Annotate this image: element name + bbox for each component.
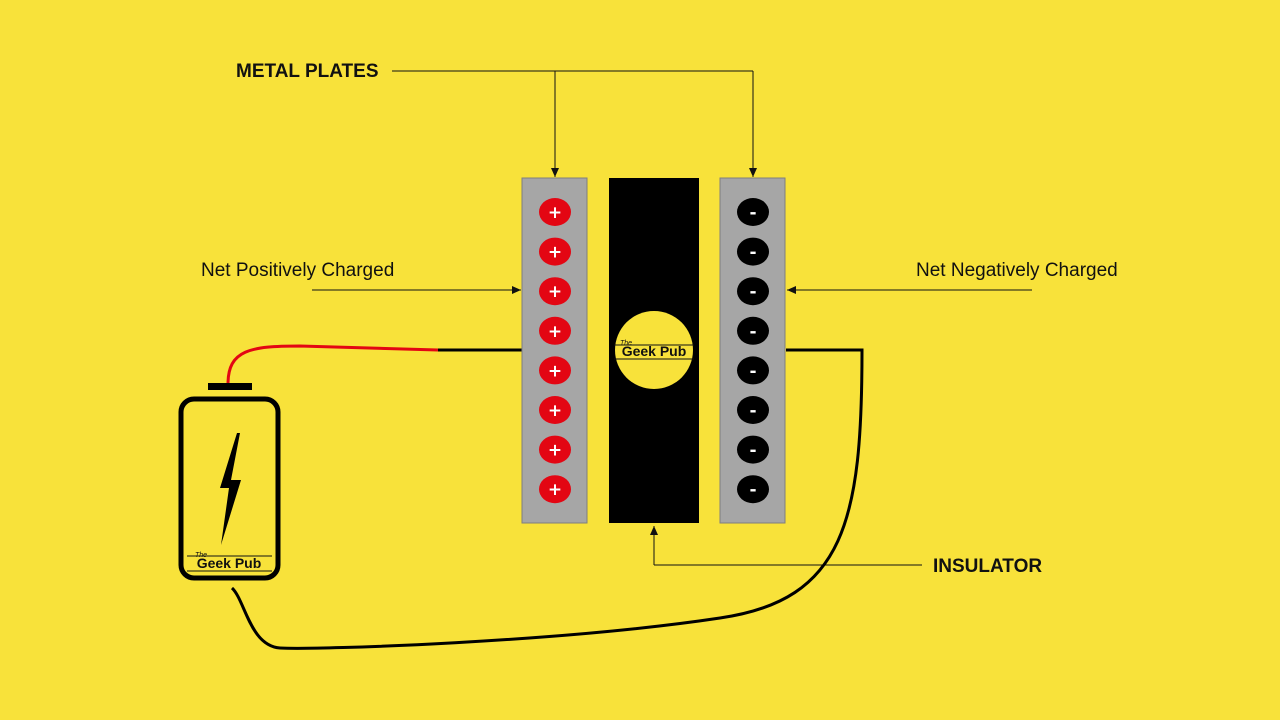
net-positive-label: Net Positively Charged xyxy=(201,260,394,281)
positive-charge-symbol: + xyxy=(548,243,562,263)
battery-terminal xyxy=(208,383,252,390)
negative-charges: - - - - - - - - xyxy=(737,198,769,504)
negative-charge: - xyxy=(737,356,769,385)
negative-charge-symbol: - xyxy=(749,361,756,381)
positive-charge: + xyxy=(539,435,571,464)
negative-charge-circle xyxy=(737,435,769,464)
positive-metal-plate xyxy=(521,177,588,524)
battery-body xyxy=(178,396,281,581)
positive-charge-circle xyxy=(539,198,571,226)
negative-charge-symbol: - xyxy=(749,480,756,500)
negative-charge: - xyxy=(737,316,769,345)
negative-charge-symbol: - xyxy=(749,322,756,342)
negative-charge: - xyxy=(737,435,769,464)
positive-charge-circle xyxy=(539,237,571,266)
negative-charge: - xyxy=(737,475,769,504)
positive-charge-symbol: + xyxy=(548,480,562,500)
positive-charge-symbol: + xyxy=(548,282,562,302)
negative-charge-symbol: - xyxy=(749,282,756,302)
positive-charge: + xyxy=(539,396,571,424)
insulator-label: INSULATOR xyxy=(933,556,1042,577)
positive-charge-symbol: + xyxy=(548,361,562,381)
negative-metal-plate xyxy=(719,177,786,524)
negative-charge: - xyxy=(737,396,769,424)
negative-charge-circle xyxy=(737,237,769,266)
positive-charge-circle xyxy=(539,475,571,504)
negative-charge-symbol: - xyxy=(749,441,756,461)
negative-charge-circle xyxy=(737,316,769,345)
positive-charge-circle xyxy=(539,277,571,306)
black-wire xyxy=(230,348,864,650)
insulator-leader xyxy=(650,526,922,566)
metal-plates-leader xyxy=(392,70,757,177)
negative-charge-circle xyxy=(737,356,769,385)
negative-charge-circle xyxy=(737,475,769,504)
metal-plates-label: METAL PLATES xyxy=(236,61,379,82)
positive-charge-circle xyxy=(539,396,571,424)
positive-charge-symbol: + xyxy=(548,203,562,223)
positive-charge: + xyxy=(539,277,571,306)
positive-charge: + xyxy=(539,316,571,345)
net-negative-label: Net Negatively Charged xyxy=(916,260,1118,281)
negative-charge-symbol: - xyxy=(749,243,756,263)
positive-charge: + xyxy=(539,237,571,266)
negative-charge: - xyxy=(737,198,769,226)
negative-charge-symbol: - xyxy=(749,203,756,223)
geek-pub-logo-circle xyxy=(615,311,693,389)
positive-charge-symbol: + xyxy=(548,401,562,421)
positive-charge: + xyxy=(539,356,571,385)
positive-charge: + xyxy=(539,475,571,504)
positive-charge-circle xyxy=(539,435,571,464)
negative-charge: - xyxy=(737,237,769,266)
positive-charge-symbol: + xyxy=(548,441,562,461)
positive-charge-symbol: + xyxy=(548,322,562,342)
logo-small-text: The xyxy=(620,340,632,347)
insulator-logo: The Geek Pub xyxy=(614,340,694,360)
battery-logo-main-text: Geek Pub xyxy=(197,555,262,571)
battery: The Geek Pub xyxy=(178,383,281,581)
positive-charge-circle xyxy=(539,316,571,345)
negative-charge-circle xyxy=(737,396,769,424)
red-wire xyxy=(226,344,439,385)
positive-charge-circle xyxy=(539,356,571,385)
negative-charge-circle xyxy=(737,198,769,226)
negative-charge-circle xyxy=(737,277,769,306)
battery-logo: The Geek Pub xyxy=(187,552,272,572)
logo-main-text: Geek Pub xyxy=(622,343,687,359)
positive-charge: + xyxy=(539,198,571,226)
lightning-bolt-icon xyxy=(220,433,241,545)
positive-charges: + + + + + + + + xyxy=(539,198,571,504)
negative-charge: - xyxy=(737,277,769,306)
negative-charge-symbol: - xyxy=(749,401,756,421)
